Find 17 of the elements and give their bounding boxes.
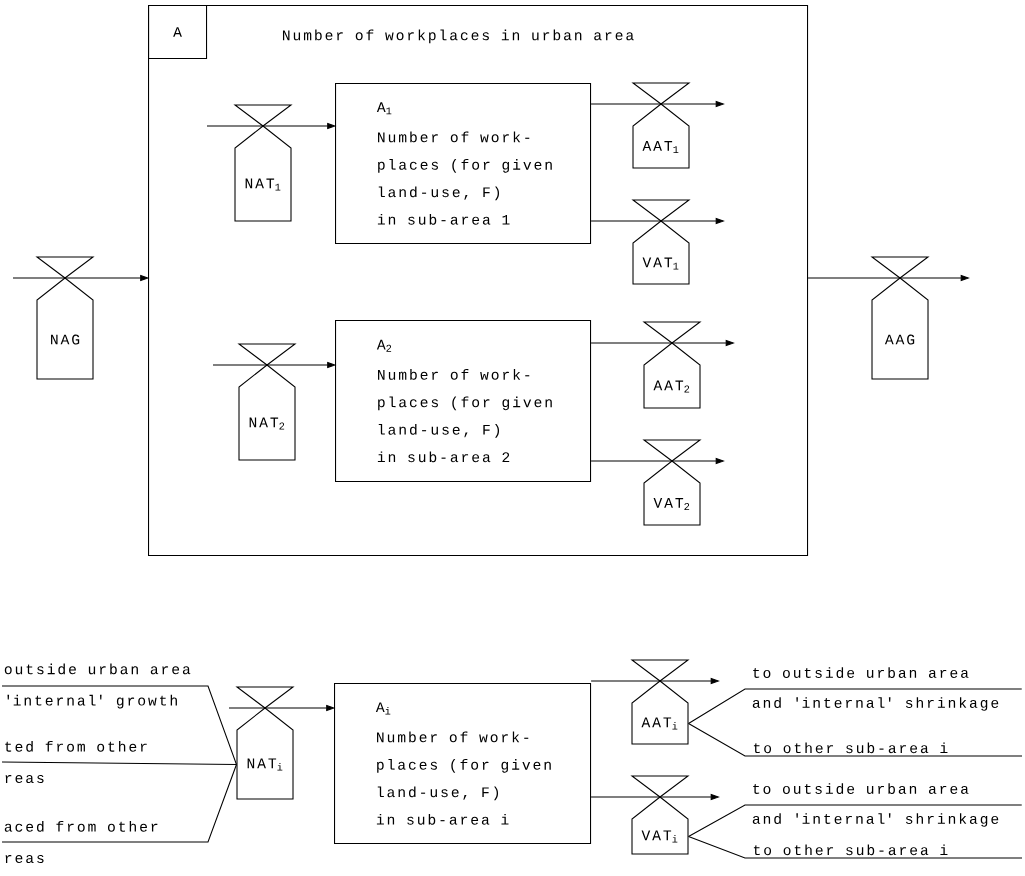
flow-label: to other sub-area i (753, 742, 948, 754)
stock-box: A$_{2}$ Number of work- places (for given land-use, F) in sub-area 2 (335, 320, 592, 483)
stock-box: A$_{1}$ Number of work- places (for given land-use, F) in sub-area 1 (335, 83, 592, 245)
flow-line (1, 685, 237, 766)
flow-label: ted from other reas (5, 740, 147, 784)
flow-label: outside urban area 'internal' growth (4, 663, 191, 709)
flow-line (1, 761, 237, 766)
flow-label: to other sub-area i (753, 844, 948, 856)
corner-label-box: A (148, 5, 208, 60)
flow-label: aced from other reas (4, 820, 158, 864)
flow-line (688, 688, 1023, 725)
flow-line (688, 804, 1023, 838)
flow-line (688, 722, 753, 757)
flow-label: to outside urban area and 'internal' shrinkage (752, 667, 999, 711)
stock-box: A$_{i}$ Number of work- places (for given land-use, F) in sub-area i (334, 683, 592, 845)
flow-line (1, 763, 237, 843)
flow-line (688, 835, 753, 859)
